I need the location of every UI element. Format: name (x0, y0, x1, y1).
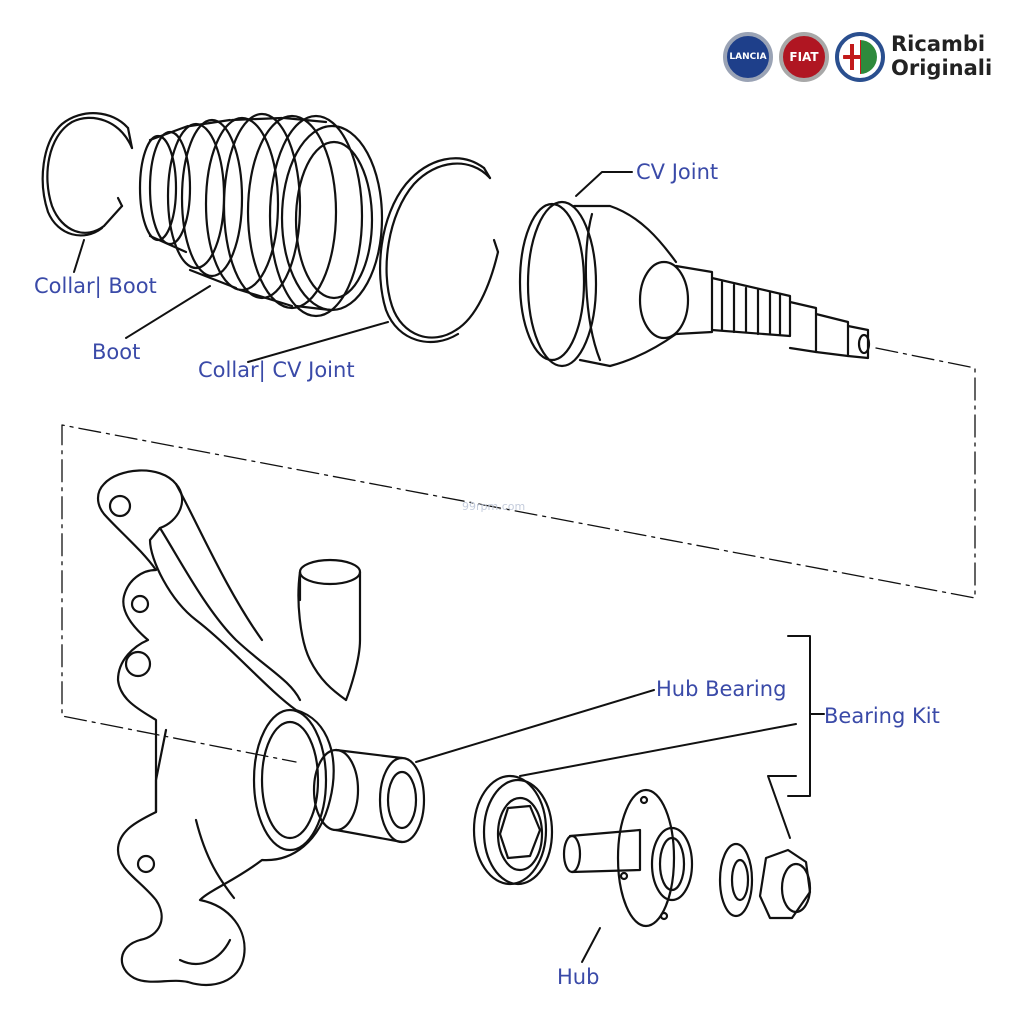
leader-lines (73, 171, 797, 963)
collar-boot-ring (41, 112, 134, 237)
brand-tagline-line2: Originali (891, 56, 993, 80)
label-collar-cv-joint: Collar| CV Joint (198, 358, 355, 382)
wheel-hub (562, 788, 694, 928)
label-bearing-kit: Bearing Kit (824, 704, 940, 728)
brand-tagline: Ricambi Originali (891, 32, 992, 80)
washer (718, 842, 754, 918)
label-cv-joint: CV Joint (636, 160, 719, 184)
lancia-badge-text: LANCIA (729, 52, 767, 62)
label-hub-bearing: Hub Bearing (656, 677, 787, 701)
bearing-kit-ring-nut (472, 774, 554, 886)
fiat-logo-icon: FIAT (779, 32, 829, 82)
label-collar-boot: Collar| Boot (34, 274, 157, 298)
brand-tagline-line1: Ricambi (891, 32, 986, 56)
hub-bearing (312, 748, 426, 844)
collar-cv-joint-ring (378, 157, 500, 344)
steering-knuckle (96, 469, 362, 987)
fiat-badge-text: FIAT (789, 50, 819, 64)
boot-bellows (138, 112, 384, 318)
lancia-logo-icon: LANCIA (723, 32, 773, 82)
bearing-kit-bracket (787, 635, 825, 797)
label-hub: Hub (557, 965, 600, 989)
brand-logo: LANCIA FIAT Ricambi Originali (723, 30, 993, 86)
cv-joint (518, 200, 871, 368)
alfa-romeo-logo-icon (835, 32, 885, 82)
assembly-axis-lines (61, 347, 976, 763)
label-boot: Boot (92, 340, 141, 364)
hex-nut (758, 848, 812, 920)
watermark: 99rpm.com (462, 500, 526, 513)
